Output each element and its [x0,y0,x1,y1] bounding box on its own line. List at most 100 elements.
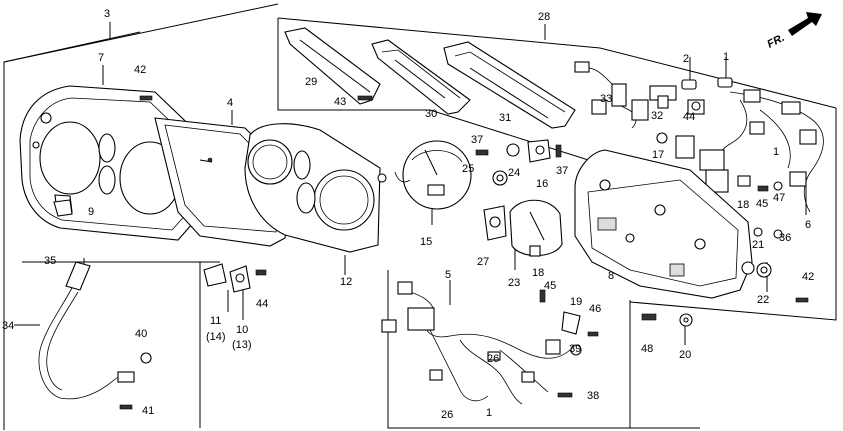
washer-part-25 [492,170,508,186]
bulb-part-39 [570,344,582,356]
bulb-part-1 [717,77,733,88]
callout-32: 32 [651,110,663,122]
clip-part-19 [561,311,581,335]
callout-3: 3 [104,8,110,20]
screw-part-43 [357,95,373,101]
callout-10: 10 [236,324,248,336]
callout-33: 33 [600,93,612,105]
callout-4: 4 [227,97,233,109]
sub-harness-part-5 [381,281,571,405]
callout-40: 40 [135,328,147,340]
callout-13: (13) [232,339,252,351]
callout-44: 44 [683,111,695,123]
callout-18: 18 [532,267,544,279]
callout-45: 45 [756,198,768,210]
callout-18: 18 [737,199,749,211]
callout-22: 22 [757,294,769,306]
screw-part-41 [119,404,133,410]
callout-5: 5 [445,269,451,281]
bushing-part-22 [756,262,772,278]
washer-part-47 [773,181,783,191]
callout-29: 29 [305,76,317,88]
callout-36: 36 [779,232,791,244]
screw-part-42 [139,95,153,101]
forward-arrow-icon [788,12,822,36]
callout-7: 7 [98,52,104,64]
callout-numbers: 3 7 42 4 9 12 28 29 43 30 31 33 2 1 32 4… [2,8,814,421]
callout-37: 37 [556,165,568,177]
clip-part-18a [529,245,541,257]
clip-part-18b [737,175,751,187]
indicator-strip-part-29 [284,27,381,105]
callout-38: 38 [587,390,599,402]
callout-46: 46 [589,303,601,315]
bulb-part-2 [681,79,697,90]
callout-48: 48 [641,343,653,355]
screw-part-48 [641,313,657,321]
speedometer-cable-part-34 [38,261,135,400]
screw-part-45b [539,289,546,303]
callout-34: 34 [2,320,14,332]
callout-20: 20 [679,349,691,361]
bracket-part-27 [483,205,507,241]
callout-21: 21 [752,239,764,251]
callout-25: 25 [462,163,474,175]
callout-30: 30 [425,108,437,120]
callout-15: 15 [420,236,432,248]
callout-26: 26 [487,353,499,365]
indicator-strip-part-31 [443,41,576,129]
callout-1: 1 [723,51,729,63]
callout-14: (14) [206,331,226,343]
callout-39: 39 [569,343,581,355]
callout-8: 8 [608,270,614,282]
screw-part-44b [255,269,267,276]
screw-part-37a [475,149,489,156]
callout-23: 23 [508,277,520,289]
callout-1: 1 [773,146,779,158]
callout-27: 27 [477,256,489,268]
screw-part-36 [773,229,783,239]
gauge-part-23 [509,199,563,257]
callout-9: 9 [88,206,94,218]
callout-24: 24 [508,167,520,179]
gauge-part-15 [394,140,472,210]
bulb-socket-part-32 [649,85,677,109]
callout-44: 44 [256,298,268,310]
callout-2: 2 [683,53,689,65]
screw-part-38 [557,392,573,398]
callout-1: 1 [486,407,492,419]
clip-part-9 [53,199,73,217]
callout-26: 26 [441,409,453,421]
callout-42: 42 [802,271,814,283]
dial-panel-part-12 [244,123,387,253]
grommet-part-20 [679,313,693,327]
callout-16: 16 [536,178,548,190]
screw-part-45a [757,185,769,192]
socket-part-11 [203,263,227,287]
bulb-harness-part-33 [574,61,649,129]
callout-35: 35 [44,255,56,267]
callout-42: 42 [134,64,146,76]
callout-19: 19 [570,296,582,308]
unit-part-16 [527,139,551,163]
callout-45: 45 [544,280,556,292]
callout-31: 31 [499,112,511,124]
ring-part-24 [506,143,520,157]
washer-part-40 [140,352,152,364]
callout-6: 6 [805,219,811,231]
callout-47: 47 [773,192,785,204]
forward-direction-label: FR. [765,32,786,51]
callout-43: 43 [334,96,346,108]
bulb-part-44 [687,99,705,115]
rear-case-part-8 [574,149,755,299]
screw-part-42b [795,297,809,303]
wiring-harness-part-6 [675,89,824,213]
leader-lines [14,22,807,345]
callout-17: 17 [652,149,664,161]
relay-part-17 [656,132,668,144]
callout-37: 37 [471,134,483,146]
callout-41: 41 [142,405,154,417]
washer-part-21 [753,227,763,237]
screw-part-46 [587,331,599,337]
